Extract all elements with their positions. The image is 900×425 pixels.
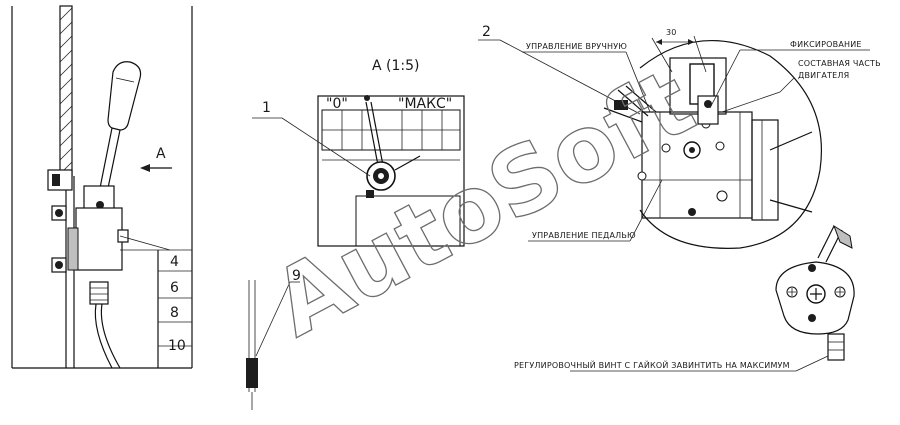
pedal-control-leader <box>528 179 663 242</box>
left-view-lever-assembly <box>47 5 172 369</box>
callout-9: 9 <box>292 268 301 284</box>
view-a-detail <box>317 95 465 247</box>
manual-control-leader <box>522 51 651 113</box>
annotation-engine-part-2: ДВИГАТЕЛЯ <box>798 71 849 80</box>
annotation-adjust-screw: РЕГУЛИРОВОЧНЫЙ ВИНТ С ГАЙКОЙ ЗАВИНТИТЬ Н… <box>514 359 790 370</box>
adjust-screw-detail <box>570 224 855 372</box>
callout-1-leader <box>252 117 371 177</box>
view-a-title: A (1:5) <box>372 58 419 74</box>
fixing-leader <box>709 49 870 109</box>
dimension-30 <box>651 35 707 73</box>
annotation-manual-control: УПРАВЛЕНИЕ ВРУЧНУЮ <box>526 42 627 51</box>
view-direction-label: A <box>156 146 166 162</box>
callout-6: 6 <box>170 280 179 296</box>
callout-4: 4 <box>170 254 179 270</box>
annotation-fixing: ФИКСИРОВАНИЕ <box>790 40 862 49</box>
annotation-engine-part-1: СОСТАВНАЯ ЧАСТЬ <box>798 59 881 68</box>
dimension-value: 30 <box>666 28 677 37</box>
callout-10: 10 <box>168 338 186 354</box>
callout-table <box>119 235 192 368</box>
position-max-label: "МАКС" <box>398 96 452 112</box>
engine-part-leader <box>721 77 795 113</box>
left-view-frame <box>11 6 193 369</box>
callout-8: 8 <box>170 305 179 321</box>
engine-mount-view <box>603 40 822 249</box>
cable-end-detail <box>246 280 300 410</box>
annotation-pedal-control: УПРАВЛЕНИЕ ПЕДАЛЬЮ <box>532 231 636 240</box>
position-zero-label: "0" <box>326 96 348 112</box>
callout-1: 1 <box>262 100 271 116</box>
callout-2: 2 <box>482 24 491 40</box>
